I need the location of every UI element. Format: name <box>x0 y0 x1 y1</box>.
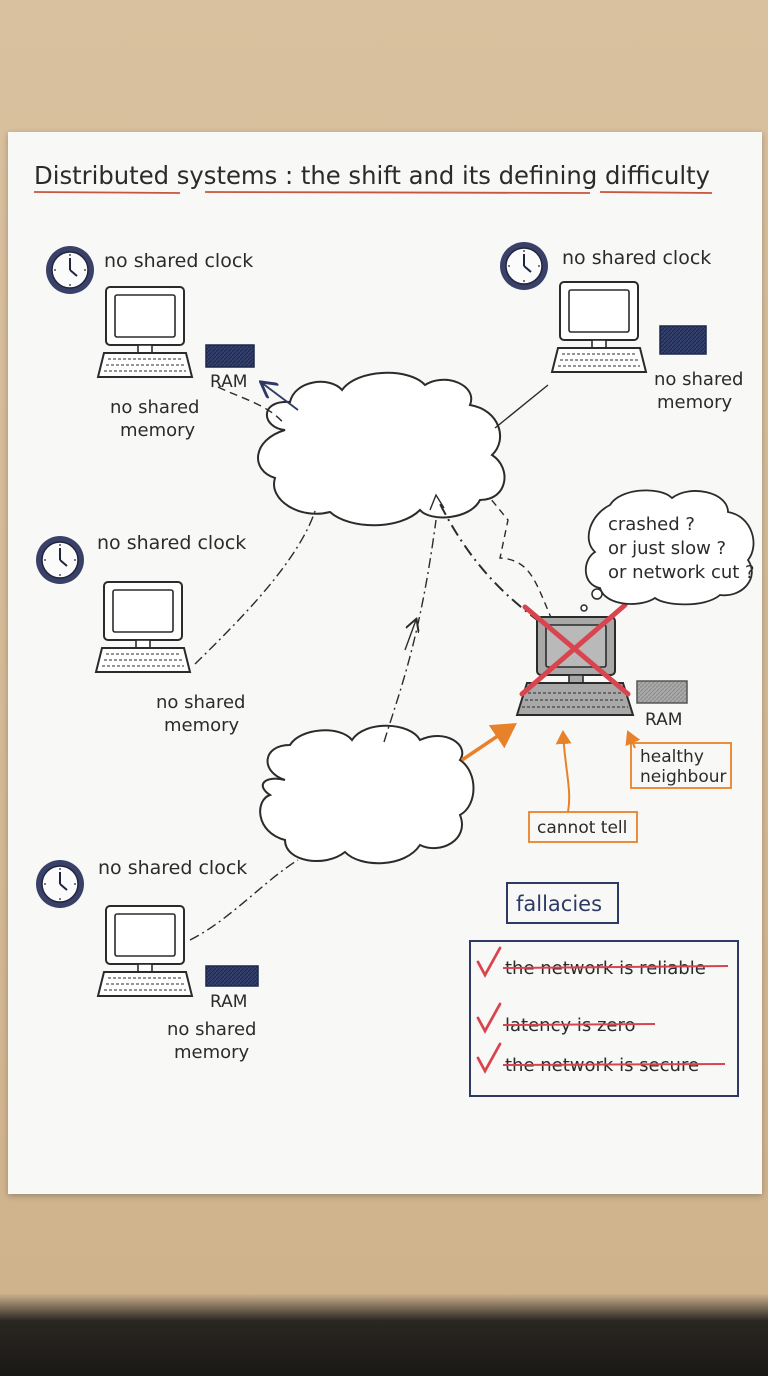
healthy-neighbour-line2: neighbour <box>640 767 726 787</box>
memory-label-line1: no shared <box>654 369 743 390</box>
memory-label-line2: memory <box>174 1042 250 1063</box>
network-cloud-upper <box>257 371 506 527</box>
node-middle-left: no shared clock no shared memory <box>35 532 246 736</box>
computer-icon <box>97 286 193 378</box>
thought-line-3: or network cut ? <box>608 562 755 583</box>
link-crashed-cloud-dashed <box>489 497 553 621</box>
computer-icon <box>95 581 191 673</box>
strikethrough <box>502 1063 726 1066</box>
cannot-tell-box <box>528 811 638 843</box>
fallacies-title-box <box>506 882 619 924</box>
memory-label-line1: no shared <box>156 692 245 713</box>
clock-icon <box>45 245 95 295</box>
ram-label: RAM <box>645 710 682 730</box>
check-icon <box>476 946 502 978</box>
crashed-node: RAM <box>515 602 688 730</box>
link-node3-cloud <box>194 507 317 665</box>
clock-icon <box>499 241 549 291</box>
fallacies-section: fallacies the network is reliable latenc… <box>469 882 739 1097</box>
link-node1-cloud <box>217 386 286 426</box>
clock-label: no shared clock <box>98 857 247 879</box>
ram-chip-icon <box>636 680 688 704</box>
arrow-lower-cloud-to-crashed <box>461 723 517 762</box>
arrow-healthy-neighbour <box>625 730 641 749</box>
fallacy-item: the network is reliable <box>505 958 706 979</box>
clock-label: no shared clock <box>562 247 711 269</box>
thought-line-2: or just slow ? <box>608 538 726 559</box>
crash-x-icon <box>519 602 631 697</box>
check-icon <box>476 1002 502 1034</box>
link-crashed-cloud-dashdot <box>437 499 541 623</box>
cannot-tell-label: cannot tell <box>537 818 627 838</box>
memory-label-line2: memory <box>164 715 240 736</box>
memory-label-line1: no shared <box>110 397 199 418</box>
ram-label: RAM <box>210 372 247 392</box>
ram-chip-icon <box>659 325 707 355</box>
healthy-neighbour-box <box>630 742 732 789</box>
node-top-left: no shared clock RAM no shared memory <box>45 245 255 441</box>
strikethrough <box>502 1023 656 1026</box>
computer-icon <box>97 905 193 997</box>
link-node2-cloud <box>494 384 549 429</box>
arrow-cannot-tell <box>555 730 572 813</box>
thought-line-1: crashed ? <box>608 514 695 535</box>
ram-label: RAM <box>210 992 247 1012</box>
link-mid-arrow <box>404 620 416 651</box>
link-cloud-node1-arrow <box>262 383 299 411</box>
strikethrough <box>502 965 729 969</box>
link-node4-cloud <box>189 859 299 941</box>
link-lower-cloud-upper-cloud <box>383 519 437 743</box>
node-top-right: no shared clock no shared memory <box>499 241 743 413</box>
fallacies-title: fallacies <box>516 892 602 916</box>
thought-bubble: crashed ? or just slow ? or network cut … <box>580 489 755 612</box>
clock-icon <box>35 859 85 909</box>
memory-label-line2: memory <box>120 420 196 441</box>
ram-chip-icon <box>205 344 255 368</box>
memory-label-line1: no shared <box>167 1019 256 1040</box>
memory-label-line2: memory <box>657 392 733 413</box>
check-icon <box>476 1042 502 1074</box>
clock-label: no shared clock <box>97 532 246 554</box>
link-cloud-arrowhead <box>429 493 445 511</box>
title-underline <box>33 191 713 194</box>
node-bottom-left: no shared clock RAM no shared memory <box>35 857 259 1063</box>
healthy-neighbour-line1: healthy <box>640 747 704 767</box>
computer-icon <box>551 281 647 373</box>
clock-label: no shared clock <box>104 250 253 272</box>
orange-callouts: healthy neighbour cannot tell <box>461 723 732 843</box>
ram-chip-icon <box>205 965 259 987</box>
network-cloud-lower <box>259 724 475 865</box>
clock-icon <box>35 535 85 585</box>
page-title: Distributed systems : the shift and its … <box>34 161 710 190</box>
fallacies-list-box <box>469 940 739 1097</box>
